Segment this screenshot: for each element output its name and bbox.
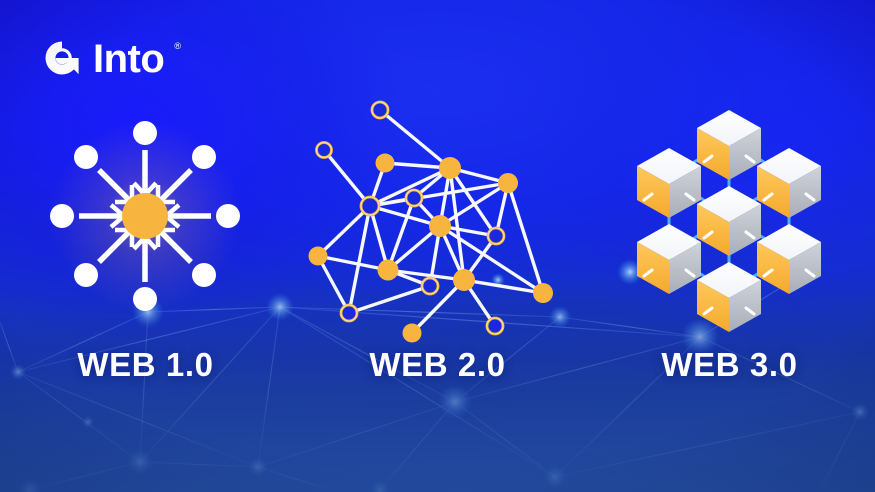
panel-web3: WEB 3.0 [584,88,875,418]
web1-label: WEB 1.0 [77,346,214,383]
cube-lower-left [637,224,701,294]
cube-top [697,110,761,180]
web3-cube-stub-group [642,154,816,316]
panel-web1: WEB 1.0 [0,88,291,418]
cube-bottom [697,262,761,332]
web2-hollow-node-highlights [315,101,505,335]
web1-central-node [122,193,168,239]
brand-wordmark: Into [93,37,165,81]
cube-center [697,186,761,256]
web3-blockchain-lattice [637,110,821,332]
web2-filled-nodes [308,153,553,343]
cube-lower-right [757,224,821,294]
cube-upper-left [637,148,701,218]
web2-label: WEB 2.0 [369,346,506,383]
into-logo-icon [45,41,79,75]
cube-upper-right [757,148,821,218]
registered-trademark-icon: ® [174,41,181,51]
web1-arrow-group [79,150,211,282]
panel-web2: WEB 2.0 [292,88,583,418]
web3-cube-group [637,110,821,332]
brand-logo[interactable]: Into ® [40,36,181,80]
web3-label: WEB 3.0 [661,346,798,383]
web2-network-graph [308,100,553,343]
web1-satellite-nodes [50,121,240,311]
web1-centralized-diagram [50,121,240,311]
